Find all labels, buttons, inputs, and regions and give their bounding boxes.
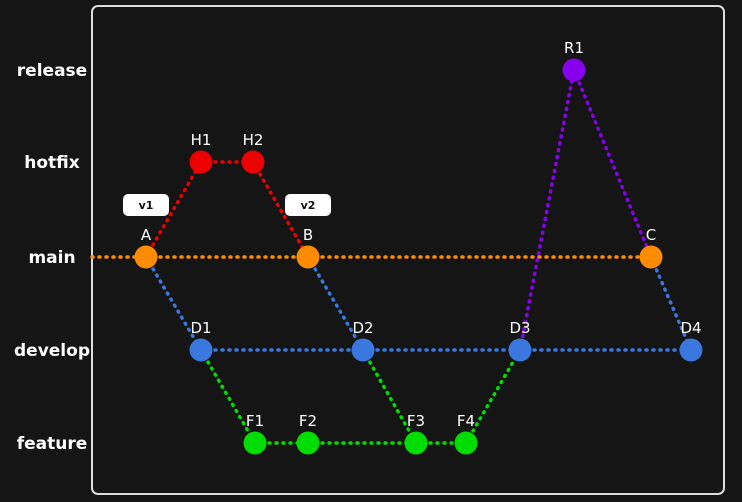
commit-F1: F1 [243,412,267,455]
edge-D1-F1 [199,348,257,445]
edge-H2-B [251,160,310,259]
edge-C-D4 [649,255,693,352]
commit-C: C [639,226,663,269]
edge-F4-D3 [464,348,522,445]
commit-label: D3 [509,319,530,337]
commit-node [508,338,532,362]
commit-label: D1 [190,319,211,337]
edge-A-H1 [144,160,203,259]
commit-label: B [303,226,313,244]
tag-badge [123,194,169,216]
commit-F2: F2 [296,412,320,455]
commit-H1: H1 [189,131,213,174]
branch-label-hotfix: hotfix [24,153,80,173]
commit-label: F3 [407,412,425,430]
commit-node [351,338,375,362]
tag-label: v1 [139,199,154,212]
commit-D3: D3 [508,319,532,362]
commit-label: H2 [243,131,264,149]
commit-D2: D2 [351,319,375,362]
commit-node [243,431,267,455]
commit-label: D4 [680,319,701,337]
commit-node [296,245,320,269]
diagram-frame [91,5,725,495]
tag-badge [285,194,331,216]
edge-B-D2 [306,255,365,352]
commit-F4: F4 [454,412,478,455]
commit-node [189,150,213,174]
commit-D1: D1 [189,319,213,362]
commit-node [562,58,586,82]
branch-label-develop: develop [14,341,90,361]
commit-H2: H2 [241,131,265,174]
commit-label: D2 [352,319,373,337]
commit-B: B [296,226,320,269]
commit-F3: F3 [404,412,428,455]
commit-R1: R1 [562,39,586,82]
commit-node [296,431,320,455]
commit-node [454,431,478,455]
commit-label: A [141,226,152,244]
commit-D4: D4 [679,319,703,362]
commit-node [639,245,663,269]
commit-label: H1 [191,131,212,149]
commit-label: F1 [246,412,264,430]
tag-label: v2 [301,199,316,212]
edge-A-D1 [144,255,203,352]
branch-label-feature: feature [17,434,88,454]
tag-v1: v1 [123,194,169,216]
commit-A: A [134,226,158,269]
commit-node [241,150,265,174]
commit-node [679,338,703,362]
commit-label: R1 [564,39,584,57]
branch-label-release: release [17,61,87,81]
tag-v2: v2 [285,194,331,216]
branch-label-main: main [28,248,75,268]
commit-node [134,245,158,269]
commit-node [189,338,213,362]
edge-D3-R1 [518,68,576,352]
commit-label: C [646,226,656,244]
commit-node [404,431,428,455]
commit-label: F4 [457,412,475,430]
edge-R1-C [572,68,653,259]
commit-label: F2 [299,412,317,430]
